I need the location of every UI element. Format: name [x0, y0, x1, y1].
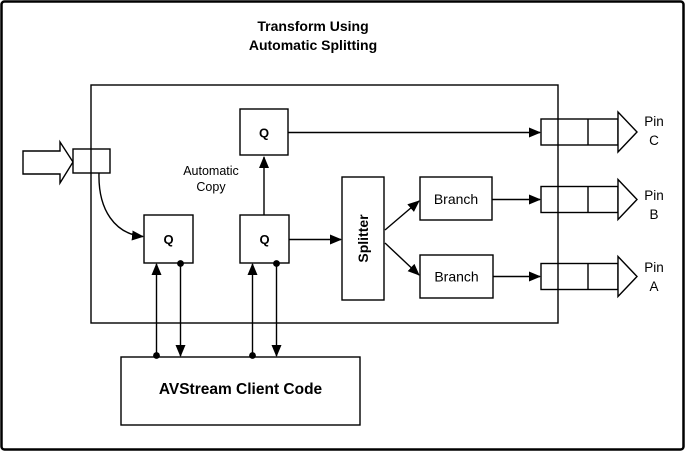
- client-code-box: [120, 356, 361, 426]
- queue-box-left: [143, 214, 194, 264]
- branch-box-lower: [419, 254, 494, 299]
- branch-label-lower: Branch: [434, 269, 478, 285]
- pin-a-arrow-icon: [617, 254, 638, 299]
- pin-a-label-word: Pin: [644, 260, 664, 275]
- pin-a-frame: [540, 262, 619, 291]
- pin-b-frame: [540, 185, 619, 214]
- pin-c-label-letter: C: [649, 133, 659, 148]
- queue-label-middle: Q: [259, 232, 269, 247]
- pin-c-arrow-icon: [617, 110, 638, 154]
- queue-label-top: Q: [259, 126, 269, 141]
- pin-c-label-word: Pin: [644, 114, 664, 129]
- branch-box-upper: [419, 176, 493, 221]
- page-title-line1: Transform Using: [257, 18, 368, 34]
- splitter-box: [341, 176, 385, 301]
- junction-dot: [153, 352, 160, 359]
- pin-b-graphic: [540, 177, 638, 222]
- connector-splitter-to-lower-branch: [384, 242, 420, 276]
- pin-b-label-letter: B: [649, 207, 658, 222]
- queue-box-middle: [239, 214, 290, 264]
- splitter-label: Splitter: [355, 214, 371, 263]
- page-title-line2: Automatic Splitting: [249, 37, 377, 53]
- pin-a-label-letter: A: [649, 279, 658, 294]
- pin-b-arrow-icon: [617, 177, 638, 222]
- connector-input-to-left-queue: [98, 172, 144, 241]
- pin-a-graphic: [540, 254, 638, 299]
- queue-label-left: Q: [163, 232, 173, 247]
- automatic-copy-label-line1: Automatic: [183, 164, 239, 178]
- input-stream-arrow-icon: [22, 139, 74, 186]
- client-code-label: AVStream Client Code: [159, 381, 323, 398]
- automatic-copy-label-line2: Copy: [196, 180, 226, 194]
- filter-boundary: [90, 84, 559, 324]
- pin-c-graphic: [540, 110, 638, 154]
- pin-b-label-word: Pin: [644, 188, 664, 203]
- junction-dot: [273, 260, 280, 267]
- branch-label-upper: Branch: [434, 191, 478, 207]
- junction-dot: [249, 352, 256, 359]
- pin-c-frame: [540, 118, 619, 146]
- junction-dot: [177, 260, 184, 267]
- connector-splitter-to-upper-branch: [384, 200, 420, 231]
